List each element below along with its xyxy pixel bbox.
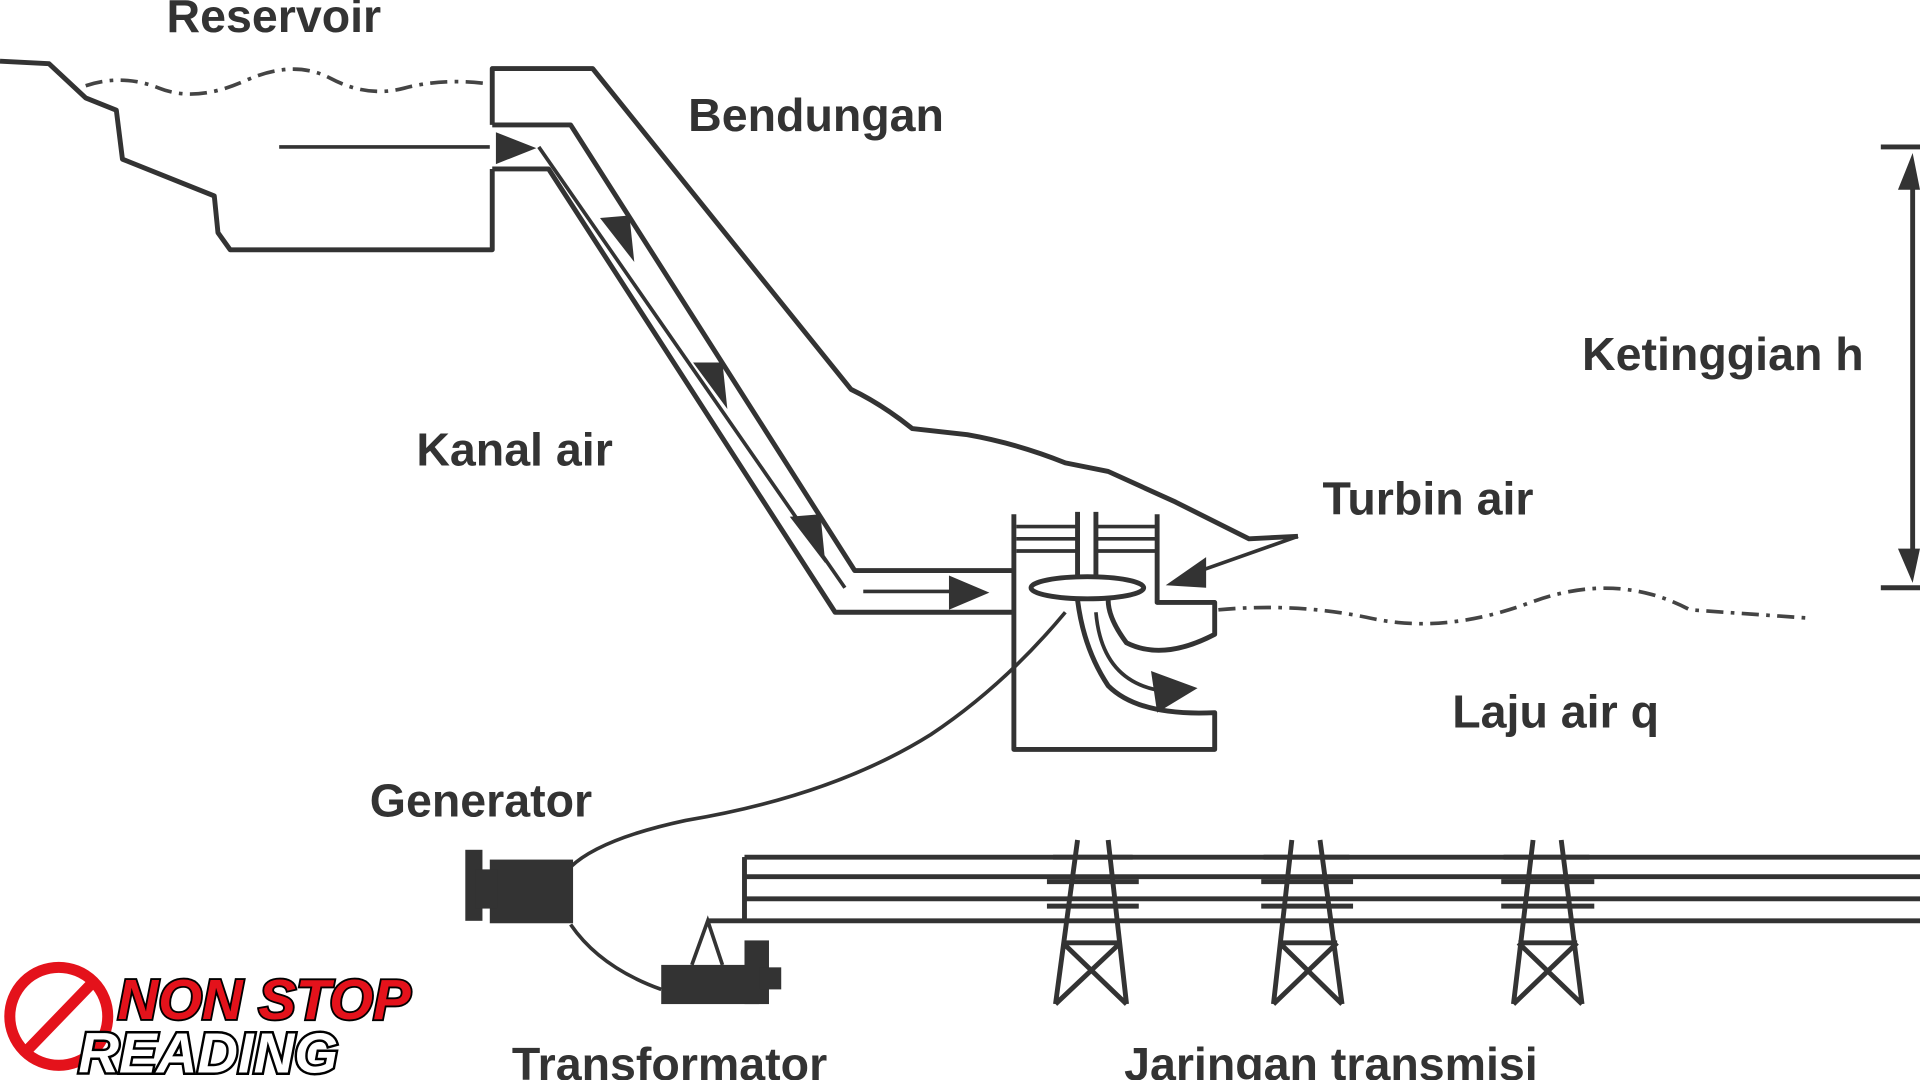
canal-label: Kanal air [416, 423, 613, 475]
transformer [661, 857, 782, 1005]
height-indicator [1880, 144, 1920, 591]
flow-rate-label: Laju air q [1452, 685, 1659, 737]
tower [1501, 839, 1595, 1006]
generator-label: Generator [370, 775, 592, 827]
dam-label: Bendungan [688, 89, 944, 141]
non-stop-reading-logo: NON STOP READING [4, 961, 413, 1080]
transmission-network [707, 839, 1920, 1006]
logo-line2: READING [78, 1022, 338, 1080]
reservoir-shape [0, 58, 537, 253]
reservoir-label: Reservoir [167, 0, 382, 42]
dam-and-canal [489, 66, 1299, 615]
transformer-label: Transformator [512, 1038, 827, 1080]
logo-line1: NON STOP [118, 968, 412, 1031]
tower [1261, 839, 1354, 1006]
transmission-label: Jaringan transmisi [1124, 1038, 1538, 1080]
height-label: Ketinggian h [1582, 328, 1864, 380]
turbine-label: Turbin air [1322, 472, 1533, 524]
tower [1046, 839, 1139, 1006]
turbine [1011, 511, 1813, 752]
generator [465, 611, 1067, 992]
